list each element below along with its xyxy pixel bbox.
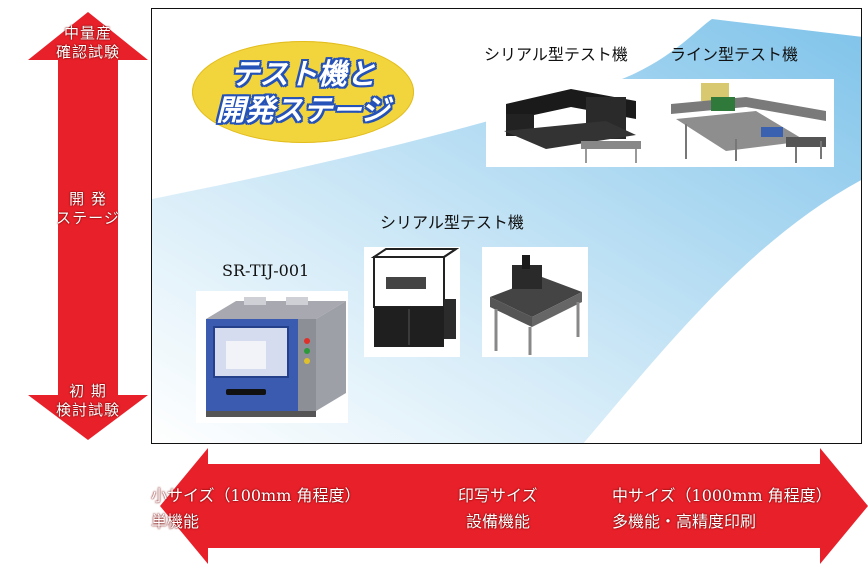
- vertical-stage-arrow: [28, 12, 148, 440]
- vertical-bottom-label: 初 期 検討試験: [55, 382, 120, 419]
- horizontal-size-arrow: [160, 448, 868, 564]
- caption-sr-model: SR-TIJ-001: [222, 261, 310, 280]
- stage-badge: テスト機と 開発ステージ: [192, 41, 414, 143]
- caption-top-serial: シリアル型テスト機: [484, 45, 628, 64]
- serial-gantry-image: [486, 79, 666, 167]
- size-left-line1: 小サイズ（100mm 角程度）: [151, 486, 361, 505]
- stage-frame: テスト機と 開発ステージ シリアル型テスト機 ライン型テスト機 シリアル型テスト…: [151, 8, 862, 444]
- badge-line1: テスト機と: [230, 57, 376, 91]
- size-center-line1: 印写サイズ: [458, 486, 538, 505]
- serial-table-image: [482, 247, 588, 357]
- caption-mid-serial: シリアル型テスト機: [380, 213, 524, 232]
- vertical-middle-label: 開 発 ステージ: [56, 190, 120, 227]
- size-left-line2: 単機能: [151, 512, 200, 531]
- serial-enclosure-image: [364, 247, 460, 357]
- size-center-line2: 設備機能: [466, 512, 531, 531]
- size-right-line1: 中サイズ（1000mm 角程度）: [612, 486, 832, 505]
- sr-tij-001-image: [196, 291, 348, 423]
- badge-line2: 開発ステージ: [216, 93, 390, 127]
- line-conveyor-image: [666, 79, 834, 167]
- vertical-top-label: 中量産 確認試験: [55, 24, 120, 61]
- size-right-line2: 多機能・高精度印刷: [612, 512, 757, 531]
- caption-top-line: ライン型テスト機: [670, 45, 799, 64]
